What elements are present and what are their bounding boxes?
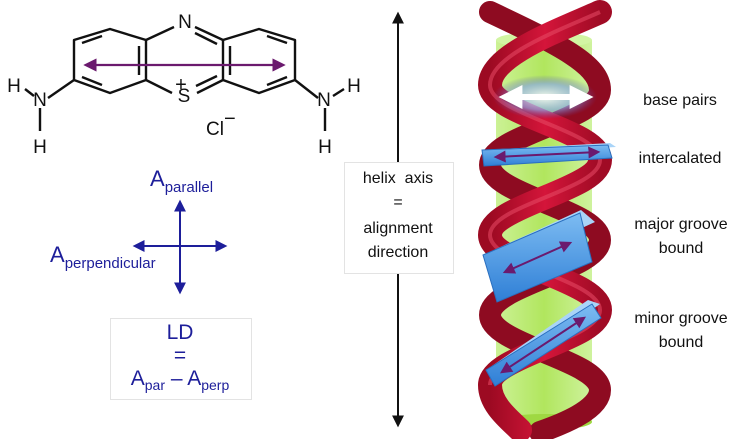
counter-ion-cl: Cl− [206,108,246,141]
cl-charge: − [223,108,236,130]
ld-line1: LD [166,321,194,344]
major-groove-ligand [482,210,595,303]
label-major-groove-1: major groove [634,216,728,233]
helix-axis-line1: helix axis [362,170,434,187]
left-amine-n: N [33,90,47,111]
helix-strand-back [478,1,612,439]
ld-term1-sub: par [144,377,165,393]
label-minor-groove-2: bound [658,334,704,351]
ld-formula-box [110,318,252,400]
atom-s-ring: S [177,86,191,107]
helix-axis-line4: direction [367,244,429,261]
ld-operator: – [170,367,183,390]
charge-plus: + [175,74,187,96]
label-intercalated: intercalated [638,150,722,167]
atom-n-ring: N [178,12,192,33]
a-perpendicular-label: Aperpendicular [50,242,190,273]
dna-helix [477,0,616,439]
ld-term2-sub: perp [201,377,230,393]
helix-axis-line2: = [393,194,403,211]
ld-term2-main: A [187,367,202,390]
right-amine-n: N [317,90,331,111]
left-amine-h-top: H [7,76,21,97]
cl-label: Cl [206,119,224,140]
a-parallel-main: A [150,166,165,191]
label-major-groove-2: bound [658,240,704,257]
helix-axis-box [344,162,454,274]
ld-line3: Apar – Aperp [110,367,250,394]
minor-groove-ligand [485,300,602,387]
right-amine-h-bottom: H [318,137,332,158]
label-base-pairs: base pairs [643,92,717,109]
a-parallel-sub: parallel [164,179,214,196]
methylene-blue-structure [24,25,345,131]
a-perpendicular-main: A [50,242,65,267]
ld-line2: = [173,344,187,367]
intercalated-ligand [481,143,616,167]
a-perpendicular-sub: perpendicular [64,255,156,272]
helix-axis-line3: alignment [363,220,433,237]
ld-term1-main: A [130,367,145,390]
a-parallel-label: Aparallel [150,166,260,197]
right-amine-h-top: H [347,76,361,97]
label-minor-groove-1: minor groove [634,310,728,327]
left-amine-h-bottom: H [33,137,47,158]
